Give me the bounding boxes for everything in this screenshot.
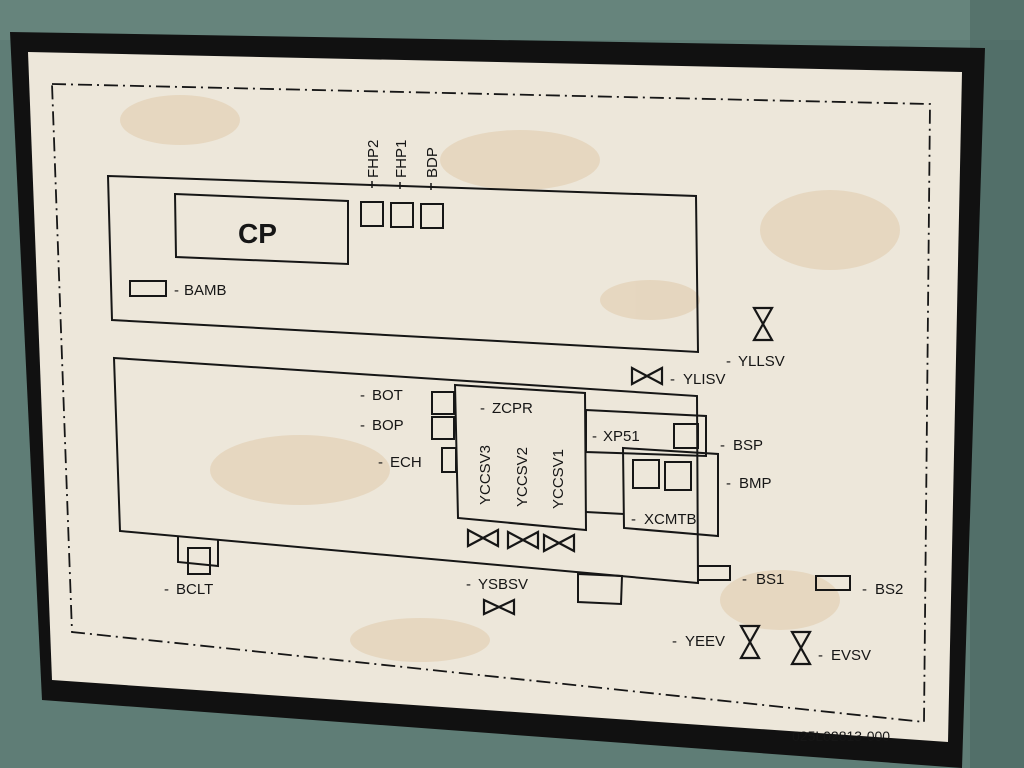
yccsv2-label: YCCSV2 bbox=[514, 447, 531, 507]
paper-stains bbox=[120, 95, 900, 662]
bamb-dash: - bbox=[174, 282, 179, 299]
ysbsv-valve-icon bbox=[482, 598, 516, 616]
ylisv-label: YLISV bbox=[683, 371, 726, 388]
bclt-bracket bbox=[177, 537, 219, 568]
xp51-dash: - bbox=[592, 428, 597, 445]
bot-dash: - bbox=[360, 387, 365, 404]
bmp-square-a bbox=[632, 459, 660, 489]
bot-sensor bbox=[431, 391, 455, 415]
ysbsv-dash: - bbox=[466, 576, 471, 593]
bop-dash: - bbox=[360, 417, 365, 434]
part-number: 025L02813-000 bbox=[792, 728, 890, 744]
bclt-sensor bbox=[187, 547, 211, 575]
bmp-square-b bbox=[664, 461, 692, 491]
yeev-label: YEEV bbox=[685, 633, 725, 650]
bdp-label: BDP bbox=[424, 147, 441, 178]
bclt-label: BCLT bbox=[176, 581, 213, 598]
yccsv1-label: YCCSV1 bbox=[550, 449, 567, 509]
yccsv3-label: YCCSV3 bbox=[477, 445, 494, 505]
bs2-sensor bbox=[815, 575, 851, 591]
fhp1-label: FHP1 bbox=[393, 140, 410, 178]
bclt-dash: - bbox=[164, 581, 169, 598]
bs2-label: BS2 bbox=[875, 581, 903, 598]
bs1-sensor bbox=[697, 565, 731, 581]
cp-box bbox=[173, 192, 349, 266]
fhp1-square bbox=[390, 202, 414, 228]
top-label-dashes bbox=[371, 181, 432, 190]
bsp-label: BSP bbox=[733, 437, 763, 454]
bamb-sensor bbox=[129, 280, 167, 297]
xp51-label: XP51 bbox=[603, 428, 640, 445]
evsv-label: EVSV bbox=[831, 647, 871, 664]
evsv-dash: - bbox=[818, 647, 823, 664]
fhp2-square bbox=[360, 201, 384, 227]
xcmtb-dash: - bbox=[631, 511, 636, 528]
zcpr-box bbox=[453, 383, 588, 532]
lower-enclosure bbox=[112, 356, 700, 585]
bs1-dash: - bbox=[742, 571, 747, 588]
dashdot-border bbox=[51, 83, 931, 723]
xp51-box bbox=[585, 408, 707, 458]
bs1-label: BS1 bbox=[756, 571, 784, 588]
ylisv-dash: - bbox=[670, 371, 675, 388]
bmp-label: BMP bbox=[739, 475, 772, 492]
yllsv-valve-icon bbox=[752, 306, 774, 342]
xcmtb-link bbox=[585, 511, 625, 515]
cp-label: CP bbox=[238, 218, 277, 249]
bottom-box bbox=[577, 572, 624, 606]
bmp-dash: - bbox=[726, 475, 731, 492]
fhp2-label: FHP2 bbox=[365, 140, 382, 178]
xcmtb-label: XCMTB bbox=[644, 511, 697, 528]
yllsv-label: YLLSV bbox=[738, 353, 785, 370]
bsp-dash: - bbox=[720, 437, 725, 454]
bsp-sensor bbox=[673, 423, 699, 449]
valves bbox=[466, 306, 812, 666]
schematic-text: CP FHP2 FHP1 BDP - BAMB - BOT - BOP - EC… bbox=[164, 140, 903, 744]
bop-sensor bbox=[431, 416, 455, 440]
surface-highlight bbox=[0, 0, 1024, 40]
ech-heater bbox=[441, 447, 457, 473]
yllsv-dash: - bbox=[726, 353, 731, 370]
bop-label: BOP bbox=[372, 417, 404, 434]
bdp-square bbox=[420, 203, 444, 229]
yeev-valve-icon bbox=[739, 624, 761, 660]
yccsv2-valve-icon bbox=[506, 530, 540, 550]
bot-label: BOT bbox=[372, 387, 403, 404]
ylisv-valve-icon bbox=[630, 366, 664, 386]
yccsv3-valve-icon bbox=[466, 528, 500, 548]
yccsv1-valve-icon bbox=[542, 533, 576, 553]
evsv-valve-icon bbox=[790, 630, 812, 666]
bs2-dash: - bbox=[862, 581, 867, 598]
label-paper bbox=[28, 52, 962, 742]
ech-dash: - bbox=[378, 454, 383, 471]
xcmtb-box bbox=[621, 446, 719, 538]
yeev-dash: - bbox=[672, 633, 677, 650]
ech-label: ECH bbox=[390, 454, 422, 471]
schematic bbox=[106, 174, 851, 606]
bamb-label: BAMB bbox=[184, 282, 227, 299]
upper-enclosure bbox=[106, 174, 700, 354]
zcpr-dash: - bbox=[480, 400, 485, 417]
zcpr-label: ZCPR bbox=[492, 400, 533, 417]
ysbsv-label: YSBSV bbox=[478, 576, 528, 593]
